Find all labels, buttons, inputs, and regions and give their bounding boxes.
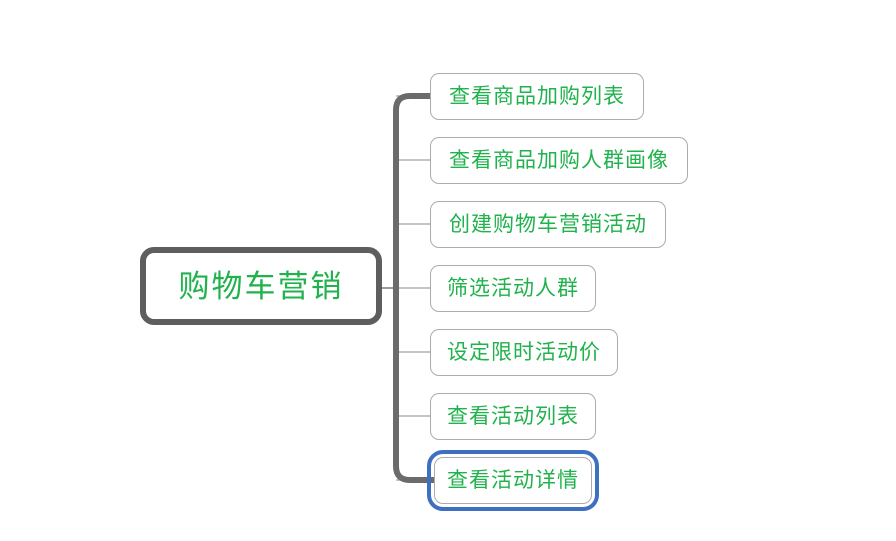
mindmap-node-7-selected[interactable]: 查看活动详情 bbox=[427, 450, 599, 511]
trunk-spine bbox=[393, 93, 434, 483]
mindmap-node-2-label: 查看商品加购人群画像 bbox=[449, 149, 669, 172]
mindmap-node-4[interactable]: 筛选活动人群 bbox=[430, 265, 596, 312]
mindmap-node-2[interactable]: 查看商品加购人群画像 bbox=[430, 137, 688, 184]
mindmap-node-6[interactable]: 查看活动列表 bbox=[430, 393, 596, 440]
mindmap-node-5[interactable]: 设定限时活动价 bbox=[430, 329, 618, 376]
mindmap-node-6-label: 查看活动列表 bbox=[447, 405, 579, 428]
root-node[interactable]: 购物车营销 bbox=[140, 247, 382, 325]
mindmap-node-3-label: 创建购物车营销活动 bbox=[449, 213, 647, 236]
mindmap-node-1-label: 查看商品加购列表 bbox=[449, 85, 625, 108]
root-node-label: 购物车营销 bbox=[178, 268, 344, 304]
mindmap-node-7-label: 查看活动详情 bbox=[447, 469, 579, 492]
mindmap-node-3[interactable]: 创建购物车营销活动 bbox=[430, 201, 666, 248]
mindmap-node-5-label: 设定限时活动价 bbox=[447, 341, 601, 364]
mindmap-node-4-label: 筛选活动人群 bbox=[447, 277, 579, 300]
trunk-connector bbox=[393, 93, 434, 483]
branch-connectors bbox=[392, 95, 434, 481]
mindmap-node-1[interactable]: 查看商品加购列表 bbox=[430, 73, 644, 120]
